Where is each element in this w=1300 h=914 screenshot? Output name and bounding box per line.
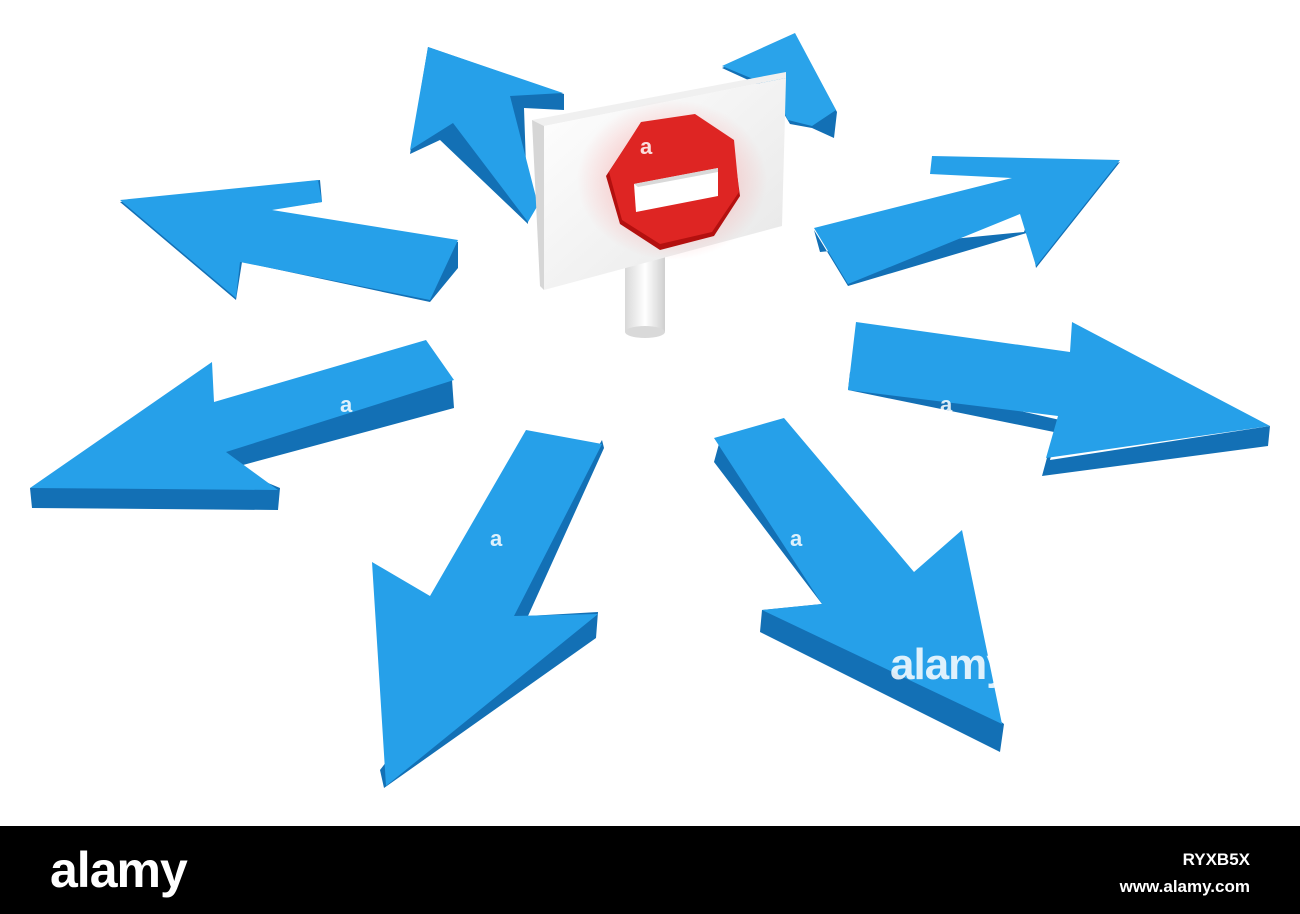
arrow-left-upper: [120, 180, 458, 302]
arrow-down-left: [372, 430, 604, 788]
site-url: www.alamy.com: [1119, 877, 1250, 896]
footer-logo: alamy: [50, 842, 188, 898]
arrow-down-right: [714, 418, 1004, 752]
arrow-left-middle: [30, 340, 454, 510]
arrow-right-middle: [848, 322, 1270, 476]
no-entry-sign: [577, 100, 767, 260]
footer-bar: alamy RYXB5X www.alamy.com: [0, 826, 1300, 914]
arrow-right-upper: [814, 156, 1120, 286]
footer-image-info: RYXB5X www.alamy.com: [1120, 846, 1250, 900]
arrow-up-left: [410, 47, 564, 224]
image-id: RYXB5X: [1182, 850, 1250, 869]
stock-image: a a a a a alamy: [30, 33, 1270, 788]
arrows-illustration: [30, 33, 1270, 788]
